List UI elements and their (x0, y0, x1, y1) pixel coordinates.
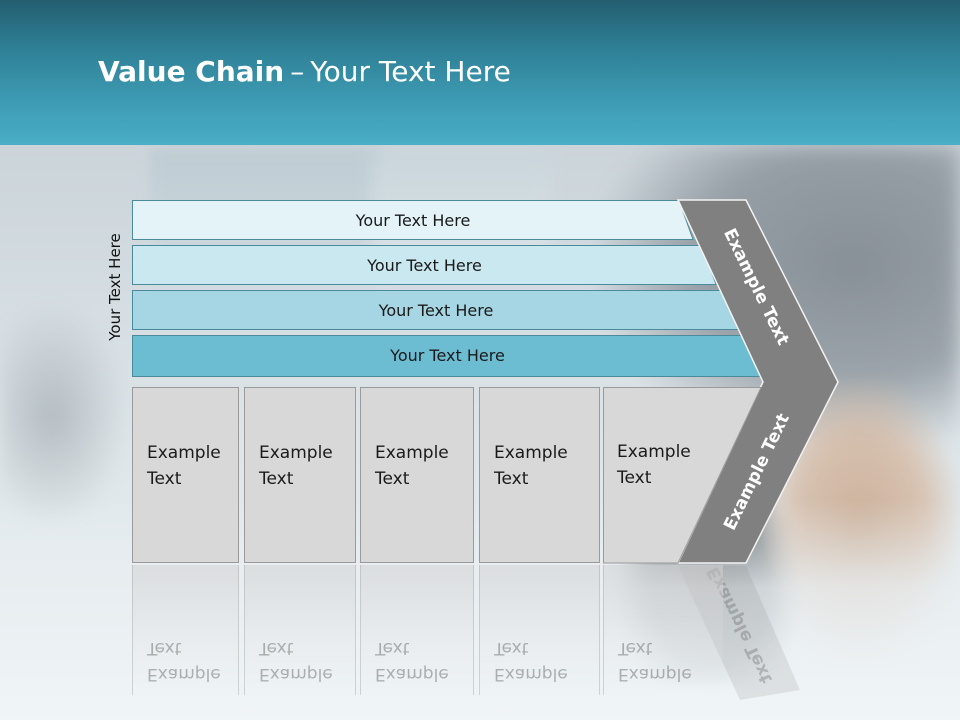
title-bold: Value Chain (98, 55, 285, 88)
box-5-line1: Example (617, 442, 691, 462)
box-1-line2: Text (147, 469, 182, 489)
box-5-refl-line2: Text (618, 638, 653, 658)
box-3-refl-line2: Text (375, 638, 410, 658)
box-3-line2: Text (375, 469, 410, 489)
box-5-line2: Text (617, 468, 652, 488)
bar-1: Your Text Here (132, 200, 694, 240)
chevron-shape (676, 199, 839, 564)
box-3-reflection: Example Text (360, 565, 474, 695)
slide-title: Value Chain–Your Text Here (98, 55, 511, 88)
bar-3-label: Your Text Here (378, 300, 494, 320)
box-2-line1: Example (259, 443, 333, 463)
bar-1-label: Your Text Here (355, 210, 471, 230)
header-band: Value Chain–Your Text Here (0, 0, 960, 145)
box-2-reflection: Example Text (244, 565, 356, 695)
box-2-refl-line2: Text (259, 638, 294, 658)
title-rest: Your Text Here (310, 55, 511, 88)
box-3-line1: Example (375, 443, 449, 463)
box-5-refl-line1: Example (618, 664, 692, 684)
bar-1-shape (132, 200, 694, 240)
box-5-reflection: Example Text (603, 565, 723, 695)
background-photo-object (0, 300, 130, 530)
box-4-refl-line1: Example (494, 664, 568, 684)
bar-2: Your Text Here (132, 245, 717, 285)
box-1-line1: Example (147, 443, 221, 463)
box-1-reflection: Example Text (132, 565, 239, 695)
box-3-refl-line1: Example (375, 664, 449, 684)
activity-box-5 (603, 387, 762, 564)
box-4-refl-line2: Text (494, 638, 529, 658)
box-4-reflection: Example Text (479, 565, 600, 695)
bar-3: Your Text Here (132, 290, 740, 330)
box-2-refl-line1: Example (259, 664, 333, 684)
box-4-line1: Example (494, 443, 568, 463)
bar-2-label: Your Text Here (367, 255, 482, 275)
title-separator: – (290, 55, 305, 88)
box-1-refl-line2: Text (147, 638, 182, 658)
box-5-shape (603, 387, 762, 564)
bar-4-label: Your Text Here (390, 345, 505, 365)
box-4-line2: Text (494, 469, 529, 489)
box-2-line2: Text (259, 469, 294, 489)
bar-2-shape (132, 245, 717, 285)
box-1-refl-line1: Example (147, 664, 221, 684)
